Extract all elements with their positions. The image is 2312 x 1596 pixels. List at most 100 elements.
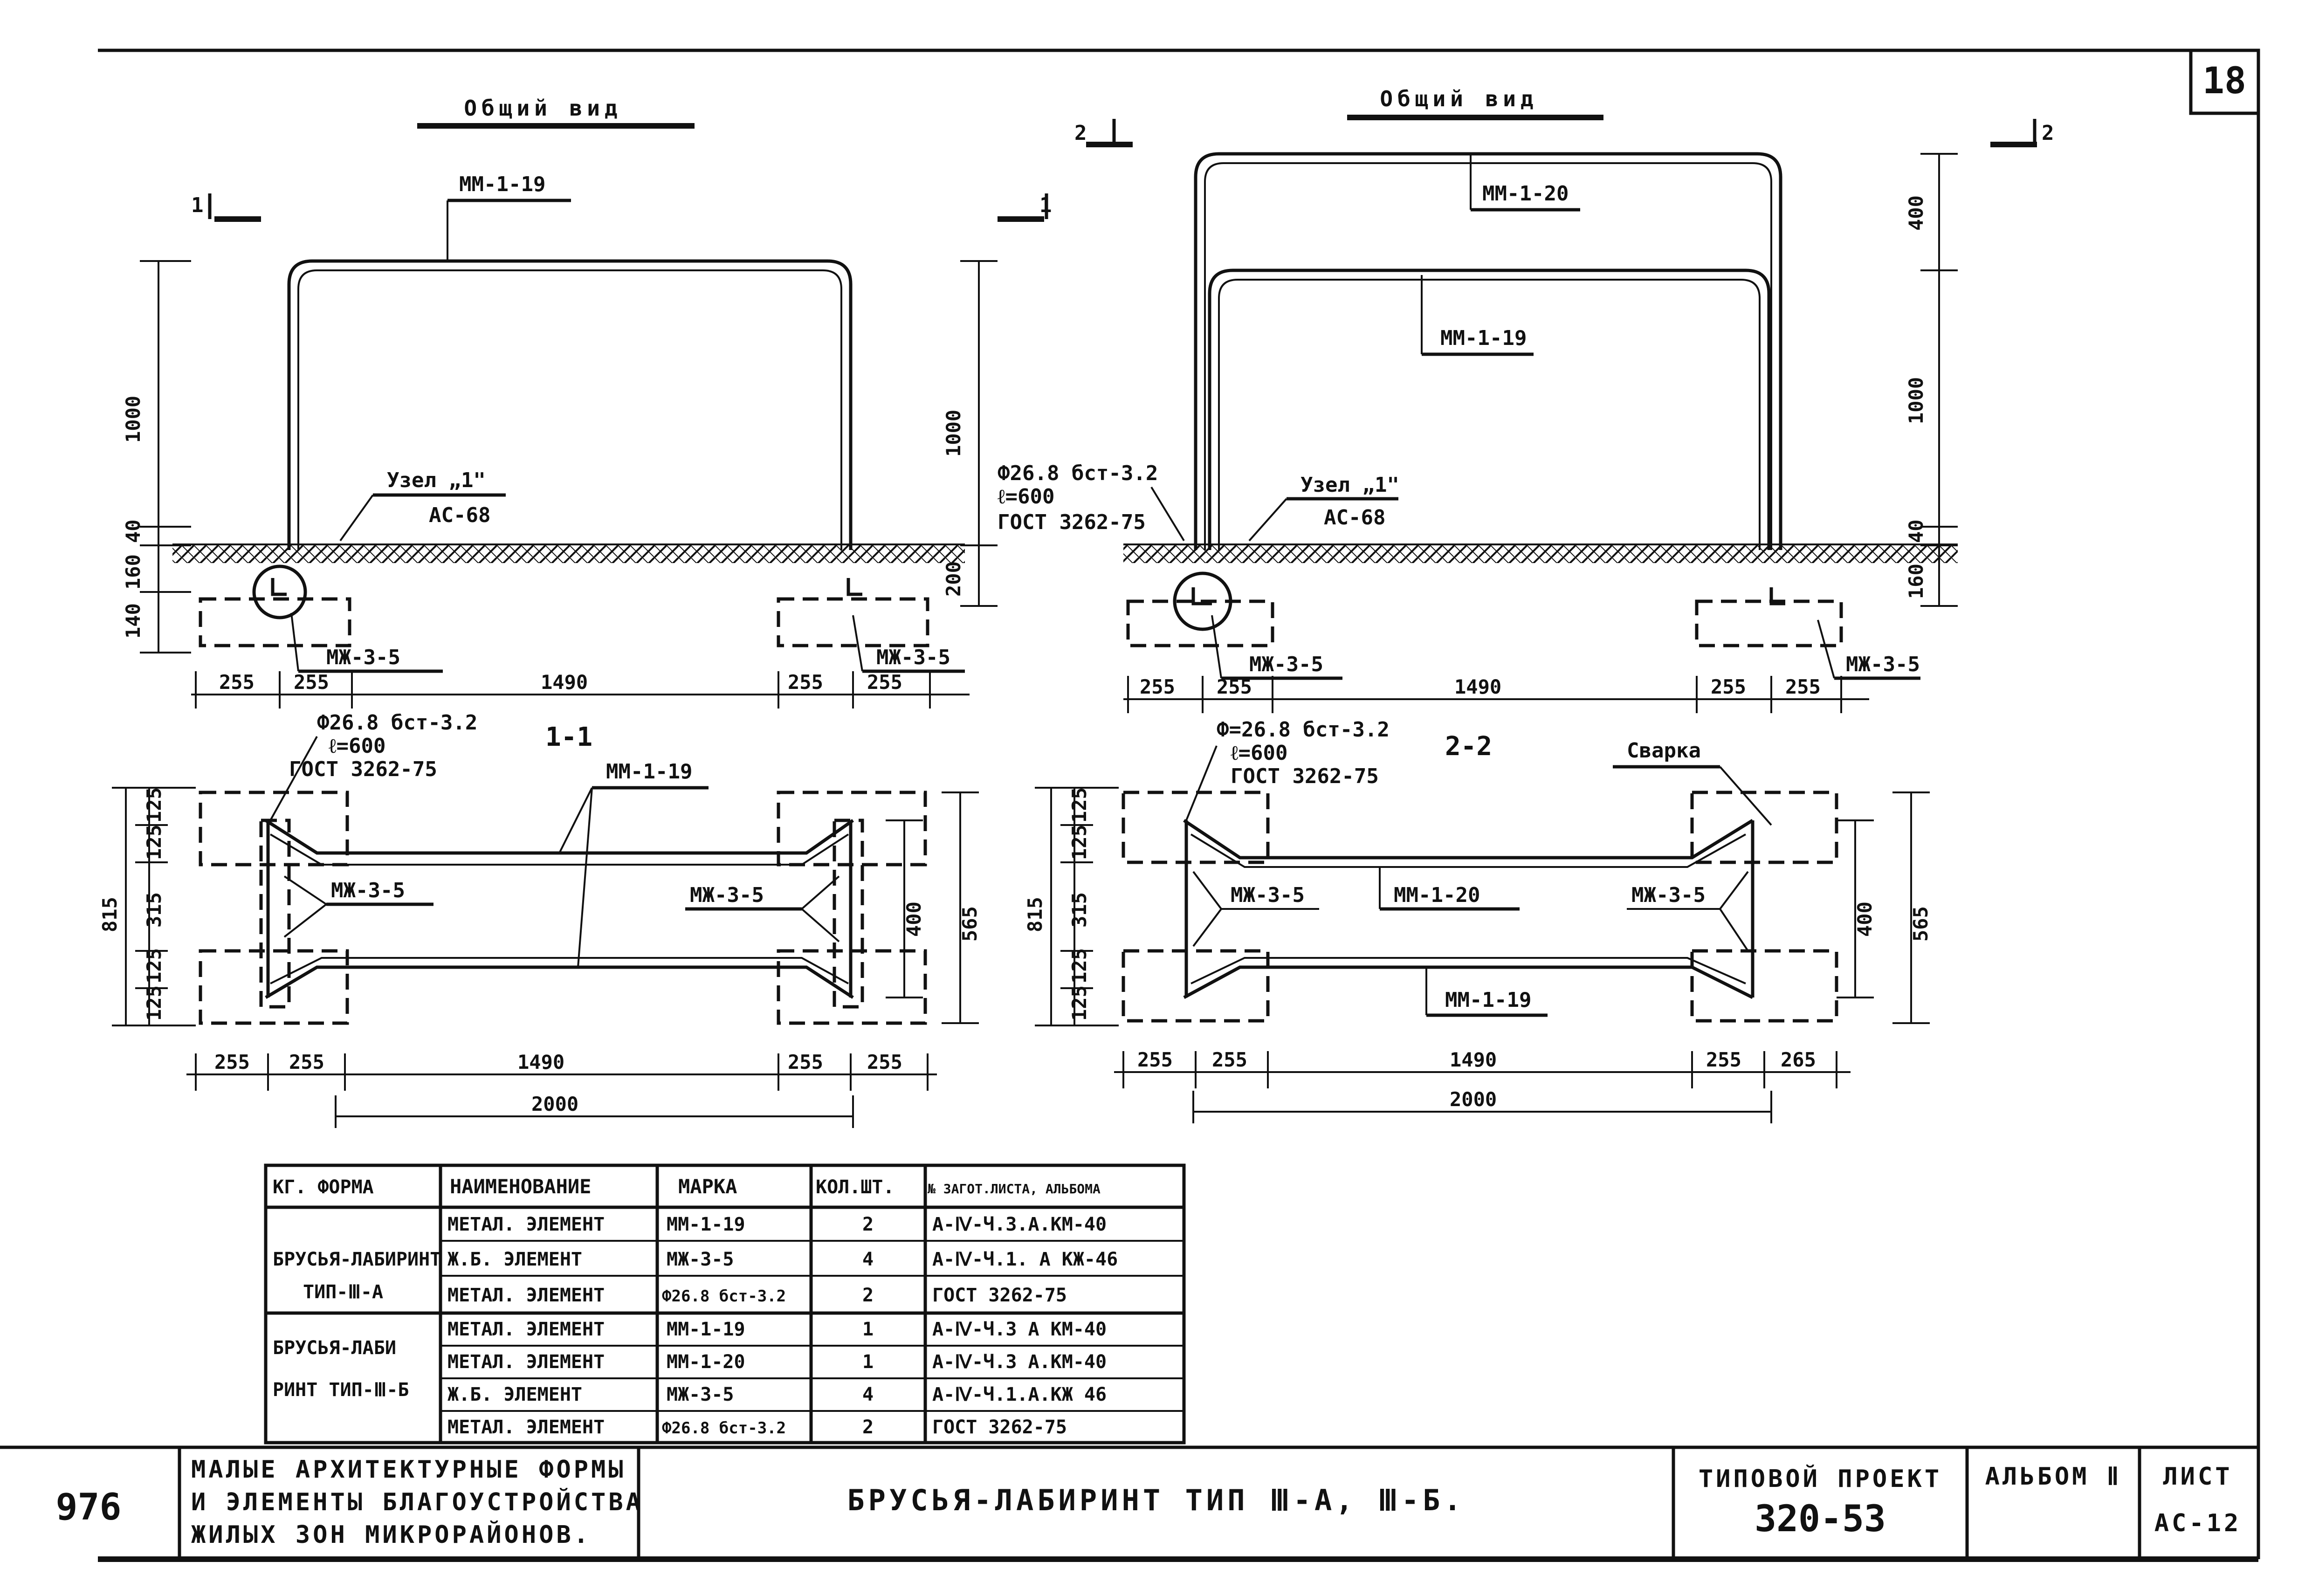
plan-dim-255-d: 255 <box>867 1051 902 1073</box>
frame-label-mm-1-20-right: ММ-1-20 <box>1482 182 1569 206</box>
cell-qty: 2 <box>862 1285 874 1306</box>
album-label: АЛЬБОМ Ⅱ <box>1985 1463 2122 1491</box>
dim-255-c: 255 <box>788 671 823 694</box>
footing-label-right: МЖ-3-5 <box>876 646 950 669</box>
plan2-frame-top-label: ММ-1-20 <box>1394 883 1480 907</box>
footing-label-right-view-right: МЖ-3-5 <box>1846 653 1920 676</box>
table-row: МЕТАЛ. ЭЛЕМЕНТ ММ-1-19 2 А-Ⅳ-Ч.3.А.КМ-40 <box>447 1214 1107 1235</box>
sheet-label: ЛИСТ <box>2163 1463 2232 1491</box>
cell-name: Ж.Б. ЭЛЕМЕНТ <box>447 1384 582 1405</box>
dim-255-a: 255 <box>219 671 255 694</box>
table-row: МЕТАЛ. ЭЛЕМЕНТ Ф26.8 бст-3.2 2 ГОСТ 3262… <box>447 1285 1067 1306</box>
dim-1000-elev: 1000 <box>1905 377 1927 424</box>
dim-255-b: 255 <box>294 671 329 694</box>
cell-sheet: ГОСТ 3262-75 <box>932 1285 1067 1306</box>
frame-label-mm-1-19-right: ММ-1-19 <box>1440 326 1527 350</box>
plan2-dim-255-b: 255 <box>1212 1048 1247 1071</box>
cell-mark: ММ-1-19 <box>667 1214 745 1235</box>
section-mark-2-left: 2 <box>1074 121 1087 145</box>
plan2-dim-125-b: 125 <box>1068 825 1091 860</box>
th-sheet: № ЗАГОТ.ЛИСТА, АЛЬБОМА <box>928 1181 1101 1197</box>
cell-qty: 1 <box>862 1351 874 1373</box>
table-row: Ж.Б. ЭЛЕМЕНТ МЖ-3-5 4 А-Ⅳ-Ч.1. А КЖ-46 <box>447 1249 1118 1270</box>
rod-label-elev-3: ГОСТ 3262-75 <box>998 510 1146 534</box>
th-mark: МАРКА <box>678 1175 737 1198</box>
dim-1000-right: 1000 <box>942 410 965 457</box>
left-elevation: Общий вид 1 1 ММ-1-19 Узел „1" АС-68 МЖ-… <box>122 96 1052 709</box>
desc-line-1: МАЛЫЕ АРХИТЕКТУРНЫЕ ФОРМЫ <box>191 1456 626 1484</box>
left-view-title: Общий вид <box>464 96 622 121</box>
dim-1490-b: 1490 <box>1454 675 1501 698</box>
plan-dim-565: 565 <box>958 906 981 942</box>
dim-255-f: 255 <box>1217 675 1252 698</box>
cell-sheet: ГОСТ 3262-75 <box>932 1417 1067 1438</box>
cell-mark: ММ-1-19 <box>667 1319 745 1340</box>
section-mark-2-right: 2 <box>2042 121 2054 145</box>
project-label: ТИПОВОЙ ПРОЕКТ <box>1699 1465 1942 1493</box>
plan-dim-125-d: 125 <box>143 985 165 1021</box>
cell-name: МЕТАЛ. ЭЛЕМЕНТ <box>447 1319 605 1340</box>
plan2-rod-label-2: ℓ=600 <box>1231 741 1287 765</box>
cell-name: МЕТАЛ. ЭЛЕМЕНТ <box>447 1417 605 1438</box>
cell-qty: 4 <box>862 1384 874 1405</box>
sheet-code: АС-12 <box>2154 1509 2242 1537</box>
cell-mark: МЖ-3-5 <box>667 1249 734 1270</box>
plan-rod-label-2: ℓ=600 <box>329 734 385 758</box>
frame-label-mm-1-19: ММ-1-19 <box>459 172 545 196</box>
dim-1000-left: 1000 <box>122 396 144 443</box>
dim-40-elev: 40 <box>1905 519 1927 543</box>
plan-dim-400: 400 <box>902 901 925 937</box>
cell-qty: 4 <box>862 1249 874 1270</box>
plan-dim-255-b: 255 <box>289 1051 324 1073</box>
th-form: КГ. ФОРМА <box>273 1176 374 1198</box>
plan2-dim-265: 265 <box>1781 1048 1816 1071</box>
sheet-number: 18 <box>2202 60 2246 102</box>
dim-255-h: 255 <box>1785 675 1821 698</box>
footing-label-left: МЖ-3-5 <box>326 646 400 669</box>
node-ref-right: АС-68 <box>1324 506 1385 530</box>
plan-dim-125-c: 125 <box>143 948 165 984</box>
node-ref-left: АС-68 <box>429 503 490 527</box>
plan2-frame-label: ММ-1-19 <box>1445 988 1531 1012</box>
cell-name: МЕТАЛ. ЭЛЕМЕНТ <box>447 1351 605 1373</box>
desc-line-2: И ЭЛЕМЕНТЫ БЛАГОУСТРОЙСТВА <box>191 1488 643 1516</box>
desc-line-3: ЖИЛЫХ ЗОН МИКРОРАЙОНОВ. <box>191 1520 591 1549</box>
group-a-line2: ТИП-Ⅲ-А <box>303 1281 383 1303</box>
plan-dim-815: 815 <box>98 897 121 932</box>
plan2-dim-315: 315 <box>1068 892 1091 928</box>
th-name: НАИМЕНОВАНИЕ <box>450 1175 591 1198</box>
drawing-title: БРУСЬЯ-ЛАБИРИНТ ТИП Ⅲ-А, Ⅲ-Б. <box>847 1483 1465 1517</box>
project-number: 320-53 <box>1755 1498 1886 1540</box>
plan-dim-125-a: 125 <box>143 787 165 823</box>
plan2-dim-255-c: 255 <box>1706 1048 1741 1071</box>
plan2-dim-565: 565 <box>1909 906 1932 942</box>
plan2-dim-125-a: 125 <box>1068 787 1091 823</box>
cell-qty: 2 <box>862 1417 874 1438</box>
cell-sheet: А-Ⅳ-Ч.3 А.КМ-40 <box>932 1351 1107 1373</box>
plan2-dim-400: 400 <box>1853 901 1876 937</box>
plan-rod-label-1: Ф26.8 бст-3.2 <box>317 711 477 735</box>
title-block: 976 МАЛЫЕ АРХИТЕКТУРНЫЕ ФОРМЫ И ЭЛЕМЕНТЫ… <box>0 1445 2258 1559</box>
plan2-weld-label: Сварка <box>1627 739 1701 763</box>
dim-1490: 1490 <box>541 671 588 694</box>
dim-160-elev: 160 <box>1905 564 1927 599</box>
cell-sheet: А-Ⅳ-Ч.3 А КМ-40 <box>932 1319 1107 1340</box>
table-row: МЕТАЛ. ЭЛЕМЕНТ Ф26.8 бст-3.2 2 ГОСТ 3262… <box>447 1417 1067 1438</box>
plan2-rod-label-1: Ф=26.8 бст-3.2 <box>1217 718 1390 742</box>
plan-footing-right: МЖ-3-5 <box>690 883 764 907</box>
rod-label-elev-1: Ф26.8 бст-3.2 <box>998 461 1158 485</box>
group-a-line1: БРУСЬЯ-ЛАБИРИНТ <box>273 1249 441 1270</box>
plan-footing-left: МЖ-3-5 <box>331 879 405 902</box>
plan2-dim-255-a: 255 <box>1137 1048 1173 1071</box>
plan2-dim-2000: 2000 <box>1450 1088 1497 1111</box>
dim-255-g: 255 <box>1711 675 1746 698</box>
cell-qty: 1 <box>862 1319 874 1340</box>
plan-frame-label: ММ-1-19 <box>606 760 692 784</box>
group-b-line1: БРУСЬЯ-ЛАБИ <box>273 1337 396 1359</box>
plan-dim-2000: 2000 <box>531 1093 578 1115</box>
page-number: 976 <box>56 1486 122 1528</box>
node-label-right: Узел „1" <box>1300 473 1399 497</box>
cell-name: МЕТАЛ. ЭЛЕМЕНТ <box>447 1214 605 1235</box>
dim-40-left: 40 <box>122 519 144 543</box>
